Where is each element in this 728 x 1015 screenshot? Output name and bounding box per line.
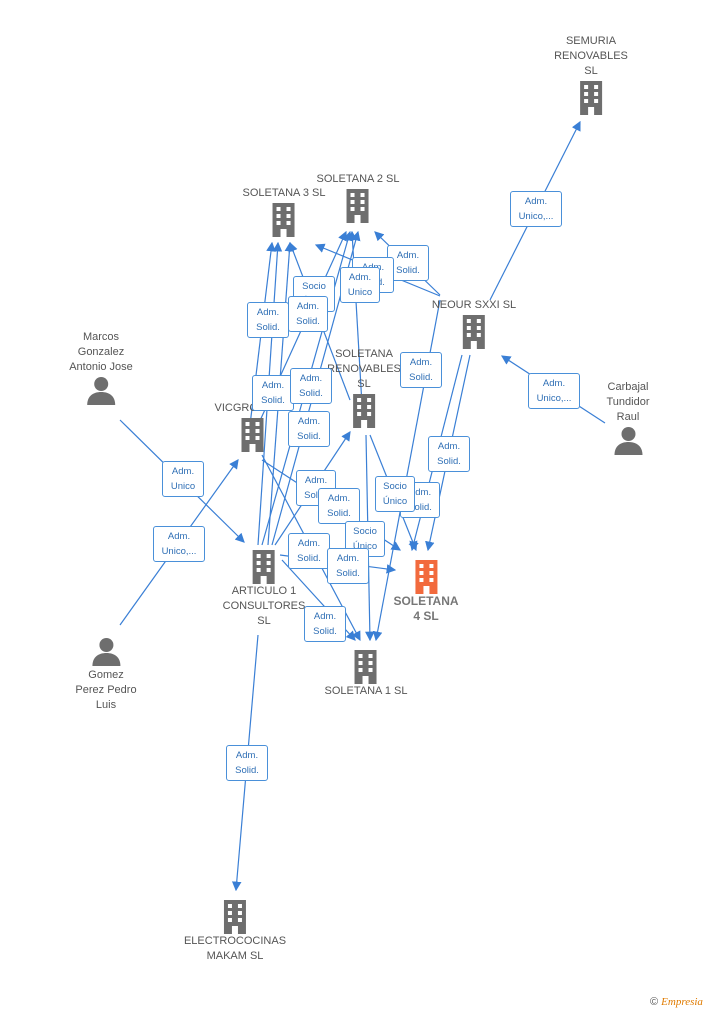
building-icon [272, 203, 295, 237]
node-articulo1[interactable]: ARTICULO 1 CONSULTORES SL [222, 548, 306, 629]
node-label: NEOUR SXXI SL [431, 299, 517, 311]
building-icon [252, 550, 275, 584]
edge-label-adm-solid[interactable]: Adm. Solid. [247, 302, 289, 338]
edge-label-adm-solid[interactable]: Adm. Solid. [318, 488, 360, 524]
node-label: ARTICULO 1 CONSULTORES SL [222, 585, 306, 627]
edge-label-adm-unico[interactable]: Adm. Unico,... [528, 373, 580, 409]
edge-label-adm-solid[interactable]: Adm. Solid. [288, 296, 328, 332]
edge-label-adm-solid[interactable]: Adm. Solid. [288, 411, 330, 447]
brand-name: Empresia [661, 996, 703, 1008]
node-label: Carbajal Tundidor Raul [606, 381, 650, 423]
node-marcos[interactable]: Marcos Gonzalez Antonio Jose [69, 330, 133, 407]
node-carbajal[interactable]: Carbajal Tundidor Raul [606, 380, 650, 457]
node-label: SOLETANA 2 SL [316, 173, 400, 185]
edge-label-adm-solid[interactable]: Adm. Solid. [288, 533, 330, 569]
node-label: SEMURIA RENOVABLES SL [554, 35, 628, 77]
node-semuria[interactable]: SEMURIA RENOVABLES SL [554, 34, 628, 115]
node-label: Gomez Perez Pedro Luis [75, 669, 137, 711]
node-soletana-renovables[interactable]: SOLETANA RENOVABLES SL [327, 347, 401, 428]
person-icon [92, 638, 120, 666]
node-electrococinas[interactable]: ELECTROCOCINAS MAKAM SL [184, 898, 286, 964]
edge-label-adm-unico[interactable]: Adm. Unico [162, 461, 204, 497]
edge-label-adm-unico[interactable]: Adm. Unico [340, 267, 380, 303]
building-icon [241, 418, 263, 452]
node-label: SOLETANA 3 SL [242, 187, 326, 199]
building-icon [354, 650, 377, 684]
building-icon [414, 560, 437, 594]
node-neour[interactable]: NEOUR SXXI SL [432, 298, 516, 349]
edge-label-adm-unico[interactable]: Adm. Unico,... [153, 526, 205, 562]
building-icon [346, 189, 369, 223]
node-soletana3[interactable]: SOLETANA 3 SL [242, 186, 326, 237]
edge-label-adm-solid[interactable]: Adm. Solid. [387, 245, 429, 281]
node-label: SOLETANA 4 SL [393, 594, 459, 623]
edge-label-socio-unico[interactable]: Socio Único [375, 476, 415, 512]
edge-label-adm-unico[interactable]: Adm. Unico,... [510, 191, 562, 227]
brand-footer[interactable]: © Empresia [650, 996, 703, 1008]
node-soletana2[interactable]: SOLETANA 2 SL [316, 172, 400, 223]
node-vicgroup[interactable]: VICGROUP SL [215, 401, 290, 452]
building-icon [353, 394, 375, 428]
building-icon [223, 900, 246, 934]
node-label: SOLETANA RENOVABLES SL [327, 348, 401, 390]
person-icon [613, 427, 642, 455]
node-label: SOLETANA 1 SL [324, 685, 408, 697]
copyright-icon: © [650, 996, 659, 1008]
person-icon [86, 377, 115, 405]
edge-label-adm-solid[interactable]: Adm. Solid. [290, 368, 332, 404]
edge-label-adm-solid[interactable]: Adm. Solid. [252, 375, 294, 411]
node-soletana4[interactable]: SOLETANA 4 SL [393, 558, 459, 624]
edge-label-adm-solid[interactable]: Adm. Solid. [327, 548, 369, 584]
node-label: Marcos Gonzalez Antonio Jose [69, 331, 133, 373]
node-gomez[interactable]: Gomez Perez Pedro Luis [75, 636, 137, 713]
edge-label-adm-solid[interactable]: Adm. Solid. [304, 606, 346, 642]
building-icon [462, 315, 485, 349]
edge-label-adm-solid[interactable]: Adm. Solid. [226, 745, 268, 781]
node-soletana1[interactable]: SOLETANA 1 SL [324, 648, 408, 699]
building-icon [580, 81, 602, 115]
node-label: ELECTROCOCINAS MAKAM SL [183, 935, 287, 962]
edge-label-adm-solid[interactable]: Adm. Solid. [428, 436, 470, 472]
edge-label-adm-solid[interactable]: Adm. Solid. [400, 352, 442, 388]
